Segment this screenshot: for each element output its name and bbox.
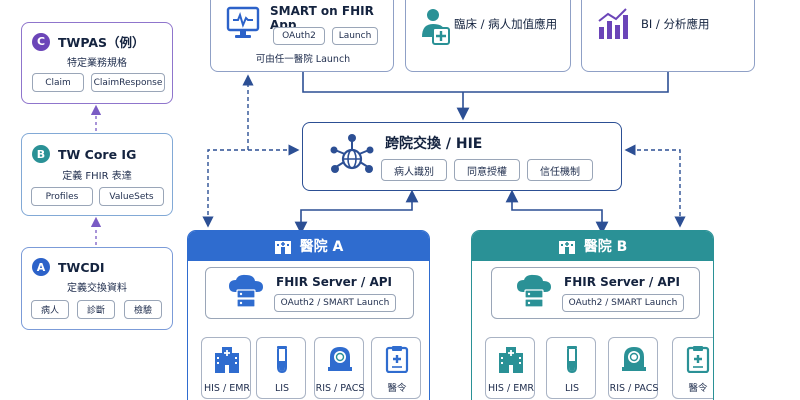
twpas-subtitle: 特定業務規格: [67, 58, 127, 69]
chip-valuesets: ValueSets: [99, 187, 164, 206]
hospital-a-header: 醫院 A: [188, 231, 429, 261]
hie-title: 跨院交換 / HIE: [385, 136, 483, 152]
chip-oauth2-smart-launch-b: OAuth2 / SMART Launch: [562, 294, 684, 312]
hie-card: 跨院交換 / HIE 病人識別 同意授權 信任機制: [302, 122, 622, 191]
system-ris-pacs-b-label: RIS / PACS: [609, 383, 659, 394]
system-ris-pacs-a: RIS / PACS: [314, 337, 364, 399]
hospital-a-panel: 醫院 A FHIR Server / API OAuth2 / SMART La…: [187, 230, 430, 400]
building-icon: [499, 347, 523, 373]
chip-consent: 同意授權: [454, 159, 520, 181]
chip-oauth2-smart-launch-a: OAuth2 / SMART Launch: [274, 294, 396, 312]
hospital-b-name: 醫院 B: [583, 239, 628, 255]
monitor-heart-icon: [226, 6, 260, 38]
chip-diagnosis: 診斷: [77, 300, 115, 319]
bi-app-title: BI / 分析應用: [641, 17, 710, 31]
clinical-app-title: 臨床 / 病人加值應用: [454, 17, 558, 31]
test-tube-icon: [567, 346, 577, 373]
chip-claim: Claim: [32, 73, 84, 92]
system-his-emr-a-label: HIS / EMR: [203, 383, 250, 394]
chip-patient: 病人: [31, 300, 69, 319]
badge-c: C: [32, 32, 50, 51]
chip-oauth2: OAuth2: [273, 27, 325, 45]
chip-launch: Launch: [332, 27, 378, 45]
smart-app-caption: 可由任一醫院 Launch: [255, 54, 351, 65]
system-order-b-label: 醫令: [688, 383, 708, 394]
twcdi-title: TWCDI: [58, 259, 105, 275]
system-his-emr-b: HIS / EMR: [485, 337, 535, 399]
smart-app-card: SMART on FHIR App OAuth2 Launch 可由任一醫院 L…: [210, 0, 394, 72]
network-globe-icon: [330, 134, 374, 173]
clinical-app-card: 臨床 / 病人加值應用: [405, 0, 571, 72]
chip-trust: 信任機制: [527, 159, 593, 181]
fhir-server-a: FHIR Server / API OAuth2 / SMART Launch: [205, 267, 414, 319]
fhir-server-b: FHIR Server / API OAuth2 / SMART Launch: [491, 267, 700, 319]
system-ris-pacs-a-label: RIS / PACS: [315, 383, 365, 394]
system-his-emr-b-label: HIS / EMR: [487, 383, 534, 394]
chip-claimresponse: ClaimResponse: [91, 73, 165, 92]
hospital-b-panel: 醫院 B FHIR Server / API OAuth2 / SMART La…: [471, 230, 714, 400]
test-tube-icon: [277, 346, 287, 373]
mri-scanner-icon: [622, 347, 646, 371]
system-order-a: 醫令: [371, 337, 421, 399]
hospital-icon: [274, 241, 291, 254]
fhir-server-a-title: FHIR Server / API: [276, 275, 392, 289]
hospital-icon: [558, 241, 575, 254]
chip-profiles: Profiles: [31, 187, 93, 206]
bar-chart-icon: [598, 8, 628, 39]
system-lis-a: LIS: [256, 337, 306, 399]
hospital-b-header: 醫院 B: [472, 231, 713, 261]
system-his-emr-a: HIS / EMR: [201, 337, 251, 399]
chip-patient-id: 病人識別: [381, 159, 447, 181]
building-icon: [215, 347, 239, 373]
cloud-server-icon: [517, 274, 551, 308]
clipboard-plus-icon: [385, 346, 409, 373]
twpas-card: C TWPAS（例） 特定業務規格 Claim ClaimResponse: [21, 22, 173, 104]
fhir-server-b-title: FHIR Server / API: [564, 275, 680, 289]
system-order-b: 醫令: [672, 337, 713, 399]
hospital-a-name: 醫院 A: [299, 239, 344, 255]
patient-plus-icon: [422, 9, 450, 45]
twcdi-card: A TWCDI 定義交換資料 病人 診斷 檢驗: [21, 247, 173, 330]
tw-core-ig-title: TW Core IG: [58, 146, 137, 162]
system-order-a-label: 醫令: [387, 383, 407, 394]
system-lis-a-label: LIS: [274, 383, 290, 394]
clipboard-plus-icon: [686, 346, 710, 373]
system-lis-b: LIS: [546, 337, 596, 399]
badge-a: A: [32, 258, 50, 276]
system-ris-pacs-b: RIS / PACS: [608, 337, 658, 399]
mri-scanner-icon: [328, 347, 352, 371]
twcdi-subtitle: 定義交換資料: [67, 283, 127, 294]
chip-lab: 檢驗: [124, 300, 162, 319]
cloud-server-icon: [229, 274, 263, 308]
system-lis-b-label: LIS: [564, 383, 580, 394]
badge-b: B: [32, 145, 50, 163]
tw-core-ig-subtitle: 定義 FHIR 表達: [62, 171, 132, 182]
twpas-title: TWPAS（例）: [58, 35, 145, 50]
tw-core-ig-card: B TW Core IG 定義 FHIR 表達 Profiles ValueSe…: [21, 133, 173, 216]
bi-app-card: BI / 分析應用: [581, 0, 755, 72]
